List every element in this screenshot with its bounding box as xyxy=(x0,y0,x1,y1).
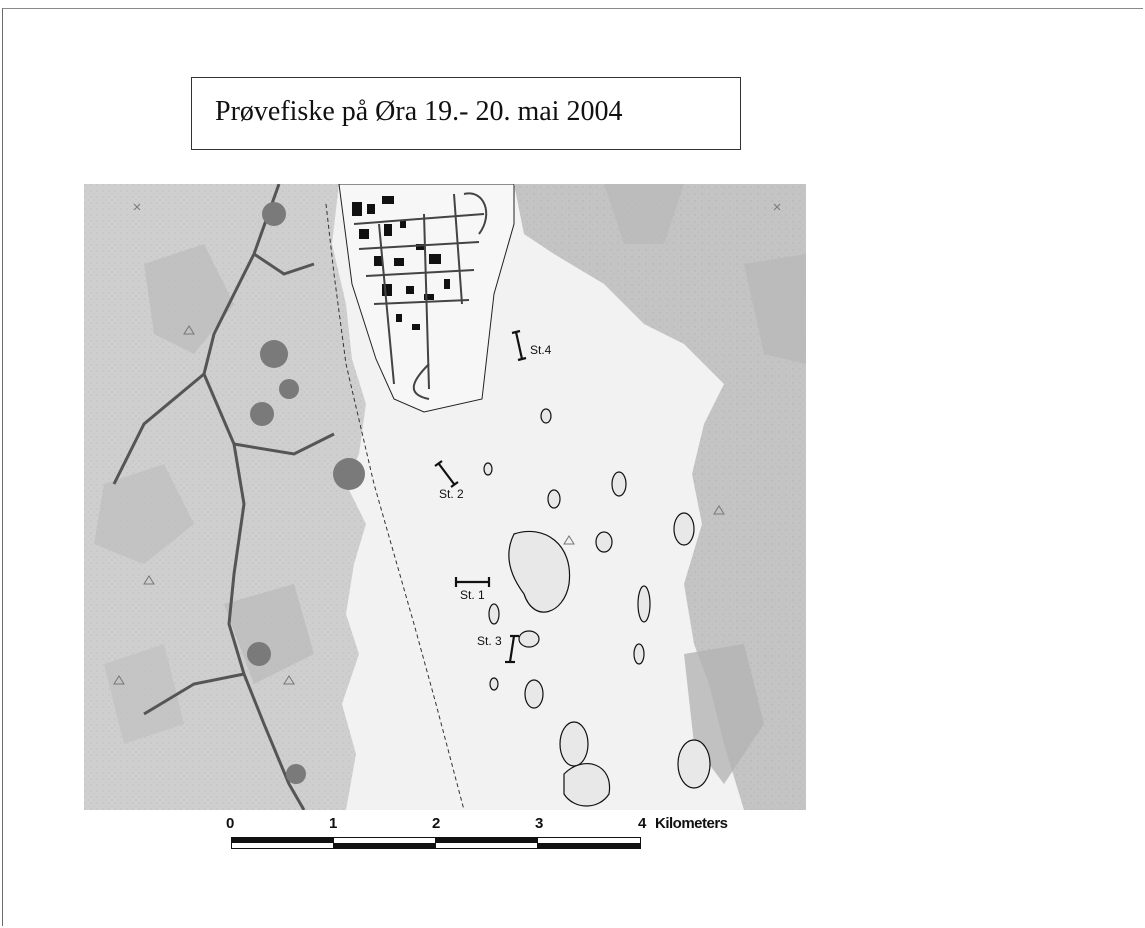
scale-bar: 0 1 2 3 4 Kilometers xyxy=(220,815,780,875)
scale-units: Kilometers xyxy=(655,815,728,832)
roads-west xyxy=(112,184,335,810)
map-title: Prøvefiske på Øra 19.- 20. mai 2004 xyxy=(215,96,623,127)
town-buildings xyxy=(352,196,450,330)
station-label-st1: St. 1 xyxy=(460,588,485,602)
station-label-st4: St.4 xyxy=(530,343,552,357)
map-symbols xyxy=(113,203,781,685)
scale-tick-0: 0 xyxy=(226,815,235,832)
map-title-box: Prøvefiske på Øra 19.- 20. mai 2004 xyxy=(191,77,741,150)
settlements xyxy=(247,202,365,784)
station-markers xyxy=(434,329,527,664)
scale-tick-3: 3 xyxy=(535,815,544,832)
town-roads xyxy=(353,192,488,400)
map-image: St.4 St. 2 St. 1 St. 3 xyxy=(84,184,806,810)
station-labels: St.4 St. 2 St. 1 St. 3 xyxy=(439,343,552,648)
scale-tick-4: 4 xyxy=(638,815,647,832)
scale-bar-graphic xyxy=(231,837,641,849)
scale-tick-2: 2 xyxy=(432,815,441,832)
station-label-st3: St. 3 xyxy=(477,634,502,648)
scale-tick-1: 1 xyxy=(329,815,338,832)
islands xyxy=(483,408,711,807)
station-label-st2: St. 2 xyxy=(439,487,464,501)
page-frame xyxy=(2,8,1143,926)
